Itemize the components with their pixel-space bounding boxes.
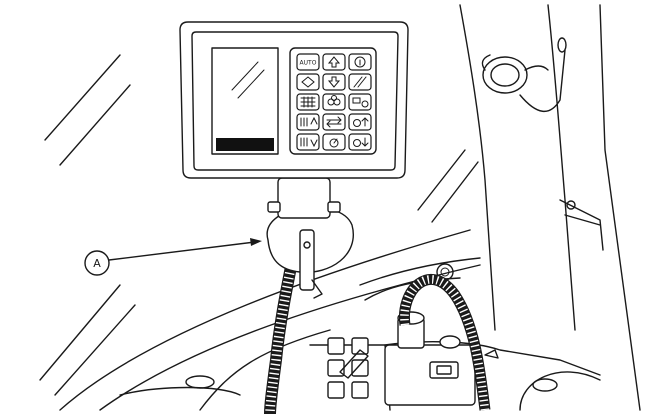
mount-bracket bbox=[266, 177, 354, 299]
windshield-reflections bbox=[39, 54, 479, 396]
heater-up-key[interactable] bbox=[296, 113, 320, 131]
arrow-up-key[interactable] bbox=[322, 53, 346, 71]
arrow-down-key[interactable] bbox=[322, 73, 346, 91]
fan-key[interactable] bbox=[322, 93, 346, 111]
callout-letter: A bbox=[93, 257, 101, 270]
lock-up-key[interactable] bbox=[348, 113, 372, 131]
hose-fitting bbox=[481, 37, 567, 112]
connector-block bbox=[384, 311, 499, 406]
cab-pillar bbox=[459, 4, 641, 411]
auto-key[interactable]: AUTO bbox=[296, 53, 320, 71]
climate-monitor: AUTO bbox=[179, 21, 409, 179]
gauge-key[interactable] bbox=[322, 133, 346, 151]
heater-down-key[interactable] bbox=[296, 133, 320, 151]
keypad: AUTO bbox=[289, 47, 377, 155]
machine-lock-key[interactable] bbox=[348, 93, 372, 111]
switch-bank bbox=[327, 337, 369, 399]
diamond-arrows-key[interactable] bbox=[296, 73, 320, 91]
auto-key-label: AUTO bbox=[300, 60, 317, 67]
double-arrow-key[interactable] bbox=[322, 113, 346, 131]
callout-arrowhead bbox=[250, 238, 262, 246]
lock-down-key[interactable] bbox=[348, 133, 372, 151]
lcd-display bbox=[211, 47, 279, 155]
diagonal-lines-key[interactable] bbox=[348, 73, 372, 91]
info-key[interactable] bbox=[348, 53, 372, 71]
grid-key[interactable] bbox=[296, 93, 320, 111]
console-hose bbox=[398, 274, 491, 411]
callout-a: A bbox=[84, 238, 262, 276]
